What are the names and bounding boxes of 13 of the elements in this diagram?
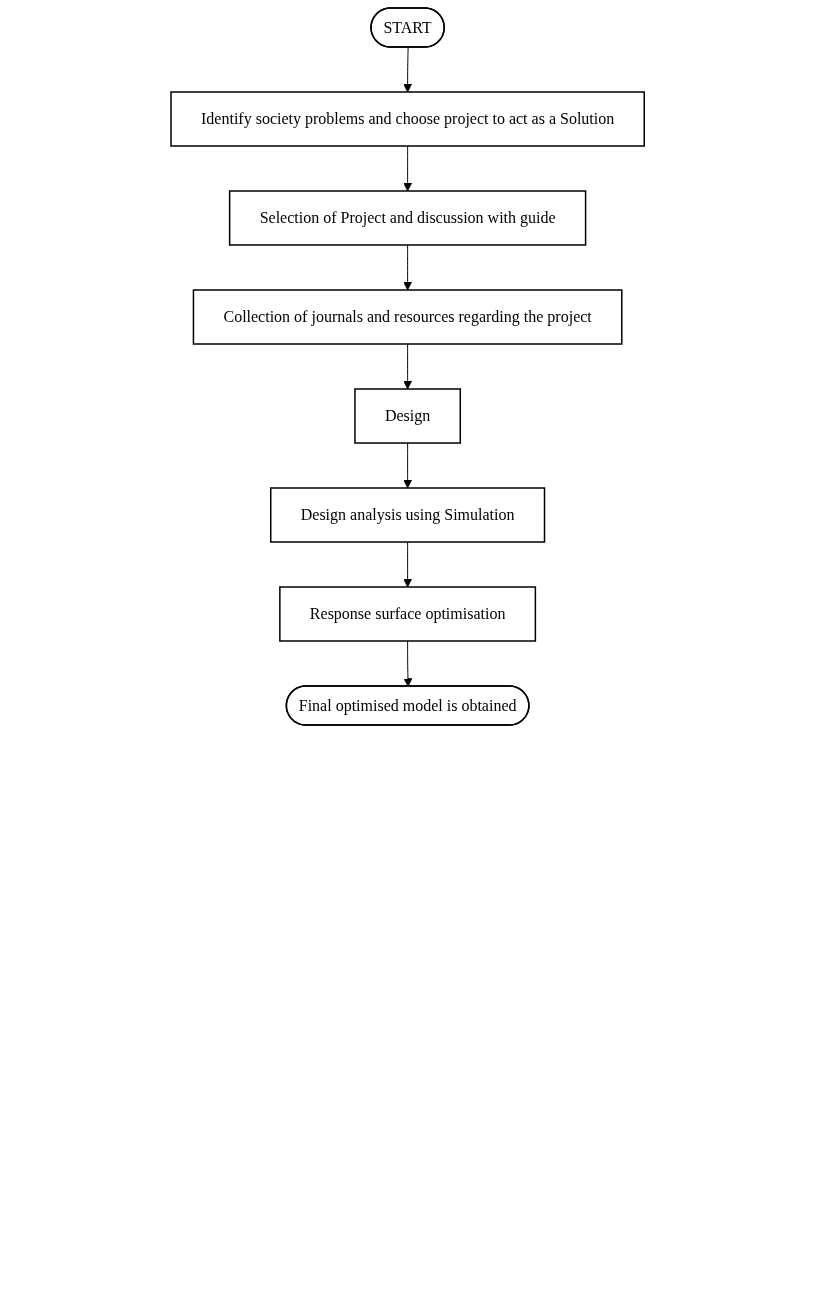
- node-box: Identify society problems and choose project to act as a Solution: [170, 91, 645, 147]
- arrow: [403, 47, 412, 93]
- node-box: Design: [354, 388, 461, 444]
- arrow: [403, 541, 412, 588]
- node-box: Selection of Project and discussion with guide: [228, 190, 587, 246]
- arrow: [403, 640, 413, 687]
- node-box: Collection of journals and resources regarding the project: [192, 289, 623, 345]
- node-box: Design analysis using Simulation: [269, 487, 546, 543]
- arrow: [403, 343, 412, 390]
- arrow: [403, 244, 412, 291]
- arrow: [403, 442, 412, 489]
- arrow: [403, 145, 412, 192]
- node-box: Response surface optimisation: [279, 586, 536, 642]
